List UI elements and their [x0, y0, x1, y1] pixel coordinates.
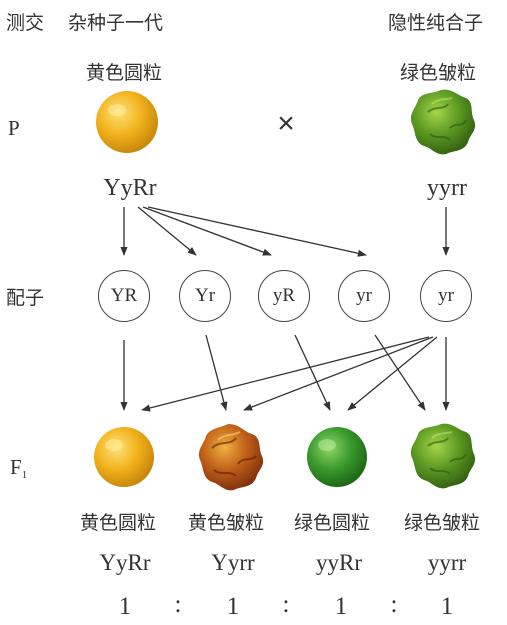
ratio-value-2: 1: [226, 593, 240, 620]
arrow-g-f1-4: [374, 334, 426, 411]
parent-green-wrinkled-seed: [410, 89, 476, 155]
recessive-homozygote-label: 隐性纯合子: [388, 12, 484, 34]
arrow-g-f1-3: [294, 334, 331, 411]
f1-genotype-3: yyRr: [316, 550, 362, 575]
arrow-g-f1-5: [141, 336, 430, 412]
gamete-circle-2: Yr: [179, 270, 231, 322]
arrow-g-f1-2: [205, 334, 228, 411]
f1-yellow-round-seed: [94, 427, 154, 487]
arrow-g-f1-6: [243, 336, 434, 411]
f1-yellow-wrinkled-seed: [198, 424, 264, 491]
cross-symbol: ×: [277, 107, 295, 140]
ratio-separator-2: :: [282, 591, 290, 618]
f1-green-round-seed: [307, 427, 367, 487]
gamete-circle-4: yr: [338, 270, 390, 322]
parent-to-gamete-arrows: [120, 206, 450, 257]
parent-yellow-round-seed: [96, 91, 158, 153]
f1-phenotype-3: 绿色圆粒: [294, 512, 371, 534]
ratio-separator-1: :: [174, 591, 182, 618]
arrow-g-f1-7: [347, 336, 438, 411]
parent-left-phenotype: 黄色圆粒: [86, 62, 163, 84]
hybrid-f1-label: 杂种子一代: [68, 12, 164, 34]
gamete-to-f1-arrows: [120, 334, 450, 412]
f1-phenotype-4: 绿色皱粒: [404, 512, 481, 534]
arrow-p-yr2: [137, 206, 197, 256]
ratio-value-3: 1: [334, 593, 348, 620]
ratio-value-1: 1: [118, 593, 132, 620]
gamete-row-label: 配子: [6, 287, 45, 309]
f1-green-wrinkled-seed: [410, 423, 476, 489]
parent-left-genotype: YyRr: [103, 175, 156, 201]
testcross-label: 测交: [6, 12, 45, 34]
f1-genotype-4: yyrr: [427, 550, 467, 575]
parent-right-genotype: yyrr: [427, 175, 467, 201]
gamete-circle-1: YR: [98, 270, 150, 322]
gamete-circle-5: yr: [420, 270, 472, 322]
arrow-p-yr3: [142, 206, 272, 256]
f1-phenotype-1: 黄色圆粒: [80, 512, 157, 534]
f1-phenotype-2: 黄色皱粒: [188, 512, 265, 534]
f1-row-label: F1: [10, 455, 28, 481]
f1-genotype-2: Yyrr: [211, 550, 255, 575]
ratio-separator-3: :: [390, 591, 398, 618]
gamete-circle-3: yR: [258, 270, 310, 322]
parent-right-phenotype: 绿色皱粒: [400, 62, 477, 84]
f1-genotype-1: YyRr: [99, 550, 151, 575]
ratio-value-4: 1: [440, 593, 454, 620]
arrow-p-yr4: [147, 206, 367, 257]
p-row-label: P: [8, 116, 20, 140]
